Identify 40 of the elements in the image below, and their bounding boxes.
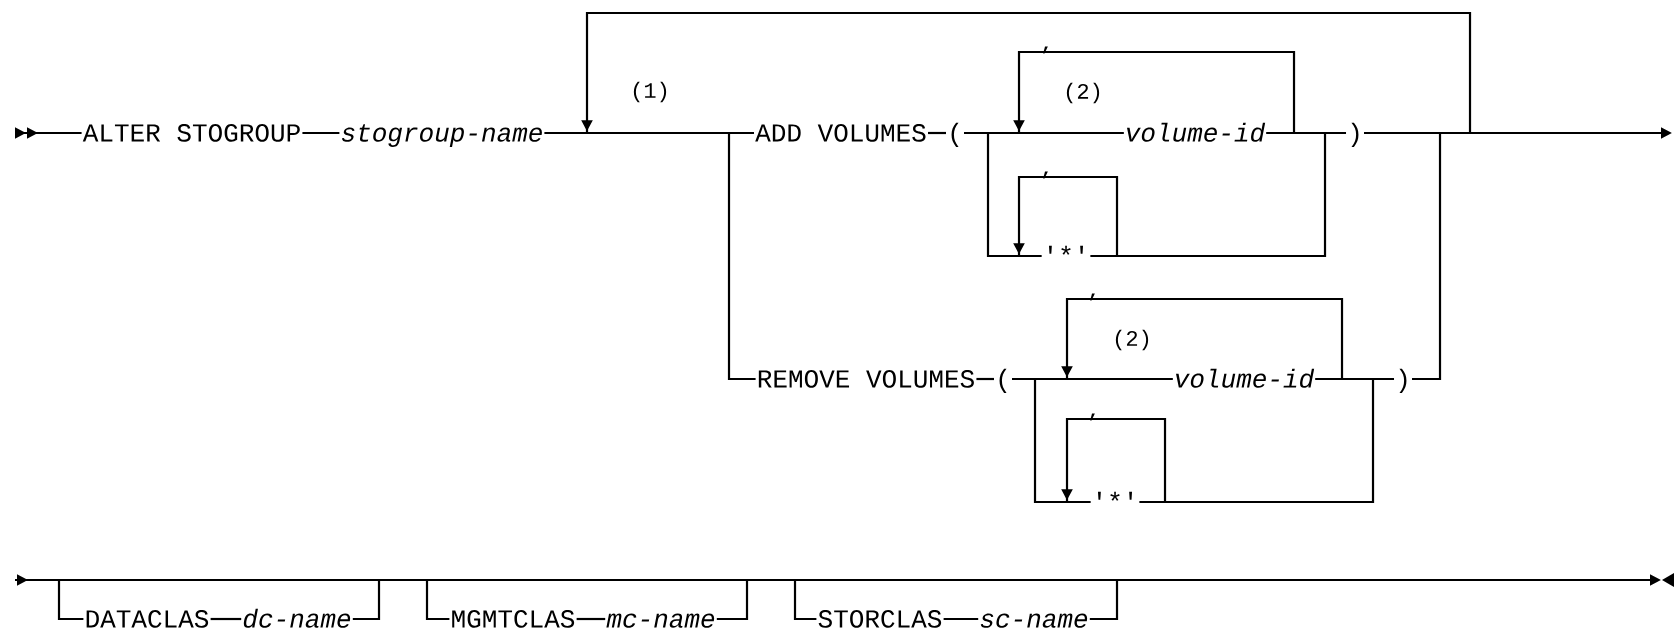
variable-name: volume-id	[1176, 368, 1315, 388]
keyword: DATACLAS	[86, 610, 209, 628]
connector-line	[1139, 377, 1394, 504]
literal: '*'	[1097, 491, 1133, 501]
connector-line	[210, 617, 242, 621]
keyword: REMOVE VOLUMES	[758, 370, 974, 388]
connector-line	[544, 131, 756, 381]
parenthesis: )	[1351, 122, 1359, 147]
connector-line	[581, 11, 1472, 135]
footnote-number: (1)	[633, 81, 667, 103]
connector-line	[15, 574, 84, 621]
connector-line	[716, 578, 817, 621]
keyword: ADD VOLUMES	[755, 124, 926, 142]
connector-line	[1412, 133, 1442, 381]
connector-line	[1090, 131, 1346, 258]
footnote-number: (2)	[1115, 329, 1149, 351]
connector-line	[1013, 175, 1119, 258]
parenthesis: )	[1399, 368, 1407, 393]
connector-line	[1061, 297, 1344, 381]
keyword: MGMTCLAS	[452, 610, 575, 628]
keyword: ALTER STOGROUP	[82, 124, 300, 142]
variable-name: sc-name	[980, 613, 1088, 628]
connector-line	[943, 617, 979, 621]
parenthesis: (	[999, 368, 1007, 393]
parenthesis: (	[951, 122, 959, 147]
footnote-number: (2)	[1066, 82, 1100, 104]
variable-name: volume-id	[1127, 122, 1266, 142]
keyword: STORCLAS	[818, 610, 942, 628]
connector-line	[302, 131, 340, 135]
variable-name: dc-name	[243, 608, 351, 628]
literal: '*'	[1048, 245, 1084, 255]
connector-line	[976, 377, 994, 381]
variable-name: stogroup-name	[342, 124, 542, 147]
variable-name: mc-name	[606, 613, 715, 628]
connector-line	[15, 127, 82, 139]
connector-line	[1061, 417, 1167, 504]
connector-line	[928, 131, 946, 135]
connector-line	[1013, 50, 1296, 135]
connector-line	[576, 617, 606, 621]
connector-line	[352, 578, 450, 621]
